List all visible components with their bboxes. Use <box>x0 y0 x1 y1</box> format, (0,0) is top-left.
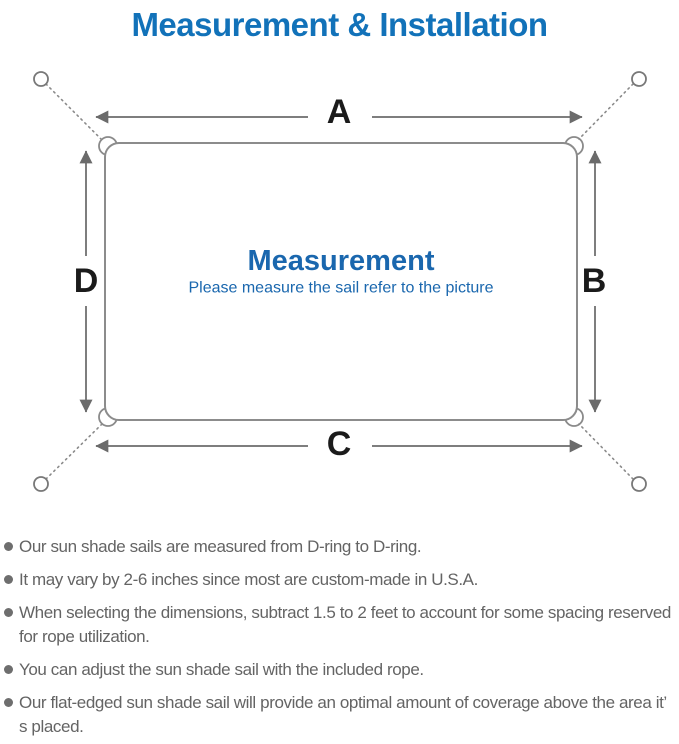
note-item-1: Our sun shade sails are measured from D-… <box>3 535 679 559</box>
note-item-2: It may vary by 2-6 inches since most are… <box>3 568 679 592</box>
dimension-label-c: C <box>327 425 352 463</box>
note-text: When selecting the dimensions, subtract … <box>19 603 671 646</box>
note-item-5: Our flat-edged sun shade sail will provi… <box>3 691 679 739</box>
diagram-center-subtitle: Please measure the sail refer to the pic… <box>188 280 493 297</box>
measurement-installation-infographic: Measurement & Installation <box>0 5 679 744</box>
bullet-icon <box>4 665 13 674</box>
note-item-3: When selecting the dimensions, subtract … <box>3 601 679 649</box>
dashed-rope-line-bottom-left <box>45 423 103 480</box>
sail-outline <box>104 142 578 421</box>
note-text: It may vary by 2-6 inches since most are… <box>19 570 478 589</box>
note-text: Our sun shade sails are measured from D-… <box>19 537 422 556</box>
note-item-4: You can adjust the sun shade sail with t… <box>3 658 679 682</box>
bullet-icon <box>4 542 13 551</box>
anchor-ring-icon-top-left <box>33 71 49 87</box>
measurement-diagram: A B C D Measurement Please measure the s… <box>33 71 647 492</box>
bullet-icon <box>4 608 13 617</box>
note-text: You can adjust the sun shade sail with t… <box>19 660 424 679</box>
anchor-ring-icon-top-right <box>631 71 647 87</box>
note-text: Our flat-edged sun shade sail will provi… <box>19 693 667 736</box>
anchor-ring-icon-bottom-left <box>33 476 49 492</box>
dimension-label-b: B <box>582 262 607 300</box>
notes-list: Our sun shade sails are measured from D-… <box>0 535 679 739</box>
dimension-label-d: D <box>74 262 99 300</box>
dashed-rope-line-top-left <box>45 83 103 141</box>
dashed-rope-line-top-right <box>578 83 634 140</box>
bullet-icon <box>4 698 13 707</box>
dimension-label-a: A <box>327 93 352 131</box>
page-title: Measurement & Installation <box>131 6 548 43</box>
diagram-center-title: Measurement <box>248 245 435 277</box>
dashed-rope-line-bottom-right <box>578 423 634 480</box>
bullet-icon <box>4 575 13 584</box>
anchor-ring-icon-bottom-right <box>631 476 647 492</box>
